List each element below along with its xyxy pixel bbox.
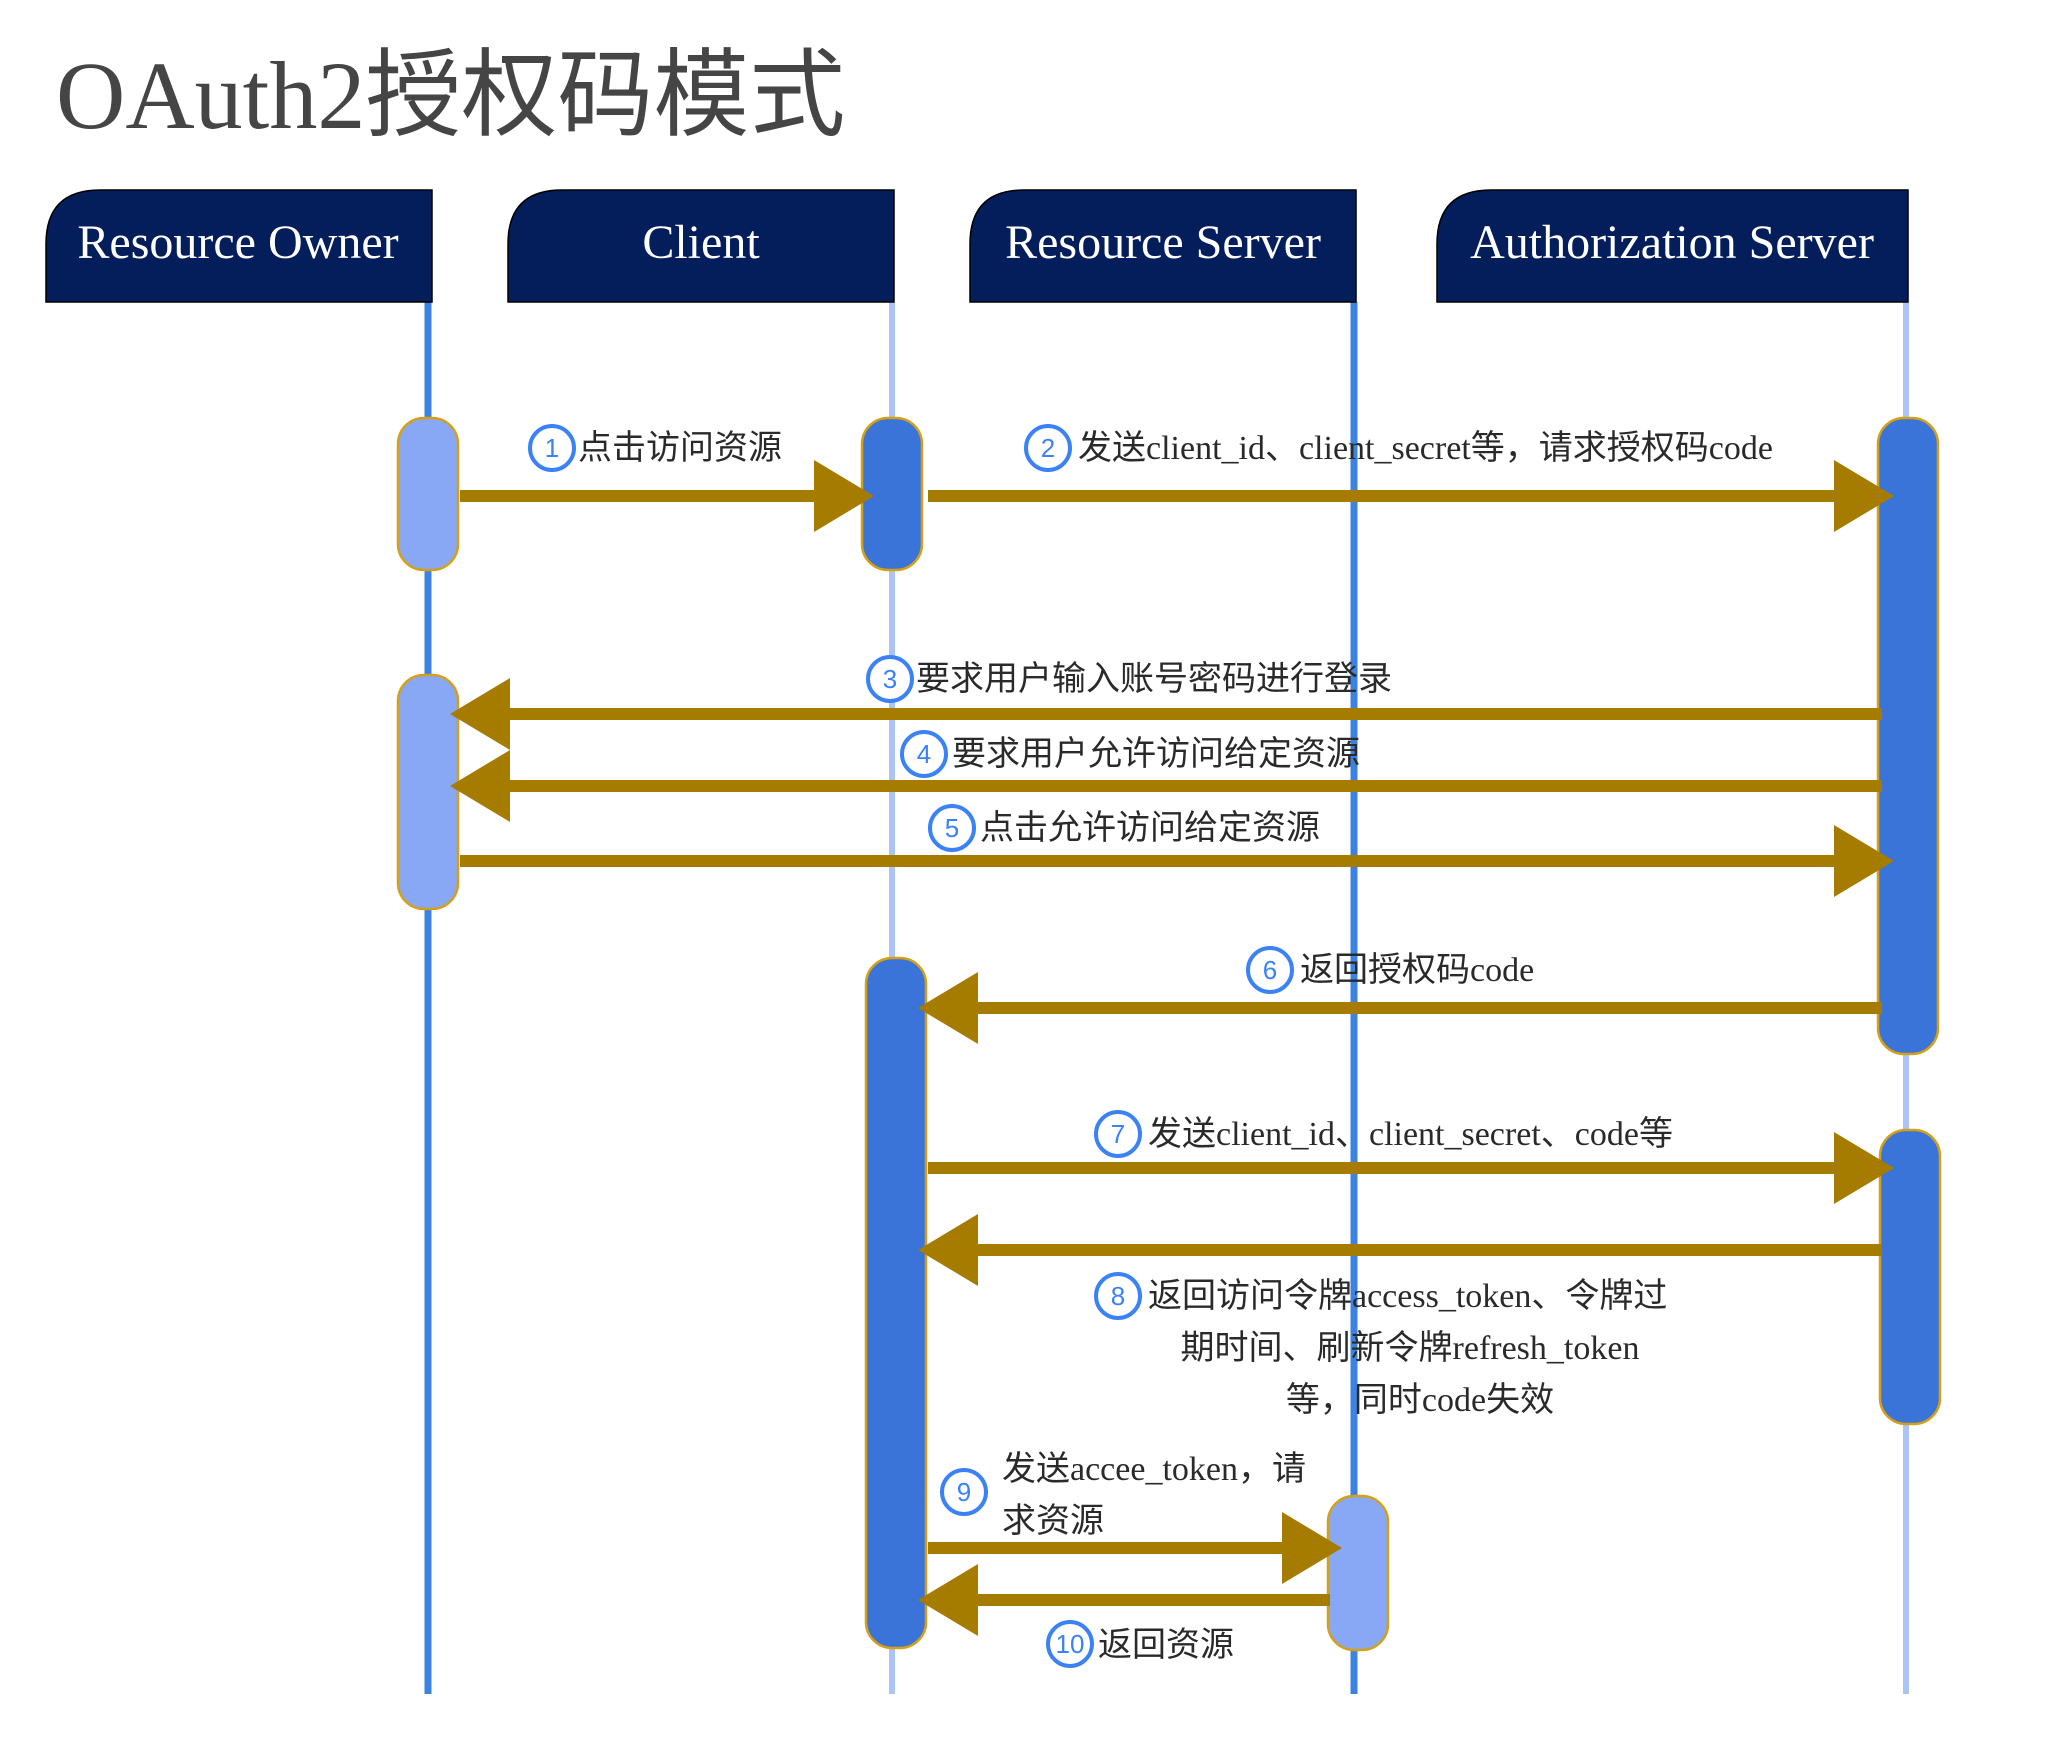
message-label-3: 3 要求用户输入账号密码进行登录 xyxy=(866,655,1392,703)
actor-label: Authorization Server xyxy=(1470,216,1874,269)
message-label-6: 6 返回授权码code xyxy=(1246,946,1534,994)
message-text: 点击允许访问给定资源 xyxy=(980,809,1320,847)
step-number: 4 xyxy=(917,739,931,769)
activation-authorization-server-2 xyxy=(1878,1128,1942,1426)
step-number-circle xyxy=(1246,946,1294,994)
step-number-circle xyxy=(1024,424,1072,472)
actor-header-resource-server: Resource Server xyxy=(969,189,1357,303)
activation-client-2 xyxy=(864,956,928,1650)
message-text: 期时间、刷新令牌refresh_token xyxy=(1181,1329,1640,1367)
message-text: 返回授权码code xyxy=(1300,951,1534,989)
step-number: 7 xyxy=(1111,1119,1125,1149)
message-text: 返回访问令牌access_token、令牌过 xyxy=(1148,1277,1667,1315)
step-number: 10 xyxy=(1056,1629,1085,1659)
actor-label: Client xyxy=(642,216,760,269)
activation-authorization-server-1 xyxy=(1876,416,1940,1056)
message-text: 等，同时code失效 xyxy=(1286,1381,1554,1419)
actor-headers: Resource Owner Client Resource Server Autho… xyxy=(45,189,1909,303)
actor-header-box xyxy=(45,189,433,303)
message-text: 求资源 xyxy=(1002,1503,1104,1540)
step-number-circle xyxy=(1094,1272,1142,1320)
message-text: 要求用户输入账号密码进行登录 xyxy=(916,660,1392,698)
step-number: 9 xyxy=(957,1477,971,1507)
step-number-circle xyxy=(528,424,576,472)
message-text: 返回资源 xyxy=(1098,1627,1234,1664)
message-label-2: 2 发送client_id、client_secret等，请求授权码code xyxy=(1024,424,1773,472)
step-number-circle xyxy=(900,730,948,778)
step-number-circle xyxy=(1046,1620,1094,1668)
message-text: 发送client_id、client_secret、code等 xyxy=(1148,1115,1673,1153)
actor-header-box xyxy=(969,189,1357,303)
step-number: 3 xyxy=(883,664,897,694)
actor-header-box xyxy=(1436,189,1909,303)
message-text: 点击访问资源 xyxy=(578,429,782,467)
message-text: 发送accee_token，请 xyxy=(1002,1450,1306,1488)
activation-client-1 xyxy=(860,416,924,572)
activation-resource-owner-1 xyxy=(396,416,460,572)
step-number: 6 xyxy=(1263,955,1277,985)
step-number: 5 xyxy=(945,813,959,843)
step-number-circle xyxy=(940,1468,988,1516)
actor-header-box xyxy=(507,189,895,303)
actor-header-authorization-server: Authorization Server xyxy=(1436,189,1909,303)
message-label-7: 7 发送client_id、client_secret、code等 xyxy=(1094,1110,1673,1158)
message-arrows xyxy=(450,460,1894,1636)
step-number-circle xyxy=(928,804,976,852)
message-label-4: 4 要求用户允许访问给定资源 xyxy=(900,730,1360,778)
actor-header-client: Client xyxy=(507,189,895,303)
message-label-8: 8 返回访问令牌access_token、令牌过期时间、刷新令牌refresh_t… xyxy=(1094,1272,1667,1419)
actor-label: Resource Owner xyxy=(77,216,398,269)
step-number: 2 xyxy=(1041,433,1055,463)
message-label-10: 10 返回资源 xyxy=(1046,1620,1234,1668)
step-number-circle xyxy=(866,655,914,703)
message-text: 发送client_id、client_secret等，请求授权码code xyxy=(1078,429,1773,467)
step-number: 1 xyxy=(545,433,559,463)
message-labels: 1 点击访问资源 2 发送client_id、client_secret等，请求授权码… xyxy=(528,424,1773,1668)
actor-label: Resource Server xyxy=(1005,216,1321,269)
message-label-5: 5 点击允许访问给定资源 xyxy=(928,804,1320,852)
activation-resource-owner-2 xyxy=(396,673,460,911)
actor-header-resource-owner: Resource Owner xyxy=(45,189,433,303)
diagram-title: OAuth2授权码模式 xyxy=(56,42,845,149)
activation-resource-server-1 xyxy=(1326,1494,1390,1652)
step-number-circle xyxy=(1094,1110,1142,1158)
step-number: 8 xyxy=(1111,1281,1125,1311)
message-label-1: 1 点击访问资源 xyxy=(528,424,782,472)
message-text: 要求用户允许访问给定资源 xyxy=(952,735,1360,773)
